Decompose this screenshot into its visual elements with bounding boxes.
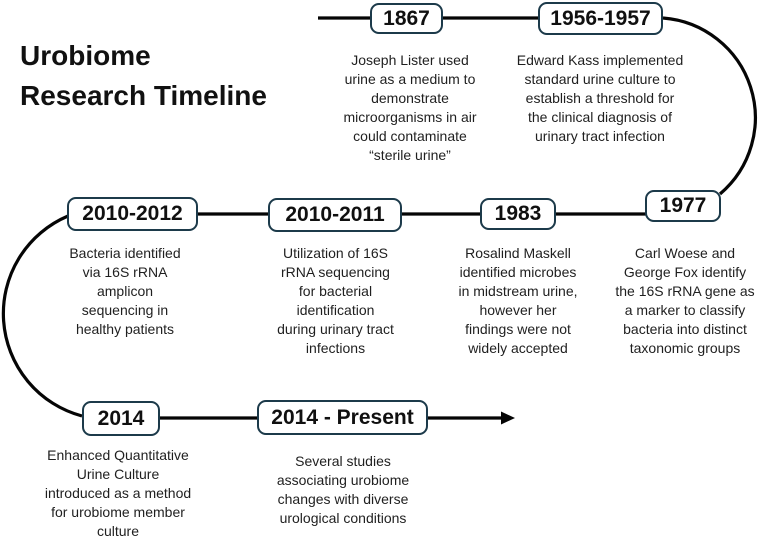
event-box-1956-1957: 1956-1957 bbox=[538, 2, 663, 35]
event-year-label: 2010-2012 bbox=[82, 202, 183, 225]
event-description-1867: Joseph Lister used urine as a medium to … bbox=[343, 52, 477, 163]
event-year-label: 1983 bbox=[494, 202, 542, 225]
event-box-1983: 1983 bbox=[480, 198, 556, 230]
event-description-1977: Carl Woese and George Fox identify the 1… bbox=[615, 245, 755, 356]
event-description-2010-2012: Bacteria identified via 16S rRNA amplico… bbox=[69, 245, 181, 337]
event-year-label: 2010-2011 bbox=[285, 203, 385, 226]
event-year-label: 1977 bbox=[659, 194, 707, 217]
event-description-1956-1957: Edward Kass implemented standard urine c… bbox=[516, 52, 684, 144]
event-description-1983: Rosalind Maskell identified microbes in … bbox=[458, 245, 578, 356]
event-year-label: 1867 bbox=[383, 6, 430, 30]
event-description-2014-present: Several studies associating urobiome cha… bbox=[276, 453, 410, 526]
event-box-2010-2011: 2010-2011 bbox=[268, 198, 402, 232]
event-year-label: 2014 - Present bbox=[271, 405, 414, 429]
event-year-label: 2014 bbox=[97, 406, 145, 430]
event-description-2010-2011: Utilization of 16S rRNA sequencing for b… bbox=[277, 245, 394, 356]
event-description-2014: Enhanced Quantitative Urine Culture intr… bbox=[44, 447, 192, 539]
event-year-label: 1956-1957 bbox=[550, 6, 651, 30]
arrow-head-icon bbox=[501, 411, 515, 425]
event-box-2010-2012: 2010-2012 bbox=[67, 197, 198, 231]
event-box-1867: 1867 bbox=[370, 3, 443, 34]
event-box-2014: 2014 bbox=[82, 401, 160, 436]
page-title: Urobiome Research Timeline bbox=[20, 40, 267, 111]
timeline-right-curve bbox=[662, 16, 757, 196]
event-box-2014-present: 2014 - Present bbox=[257, 400, 428, 435]
timeline-left-curve bbox=[1, 214, 83, 418]
event-box-1977: 1977 bbox=[645, 190, 721, 222]
